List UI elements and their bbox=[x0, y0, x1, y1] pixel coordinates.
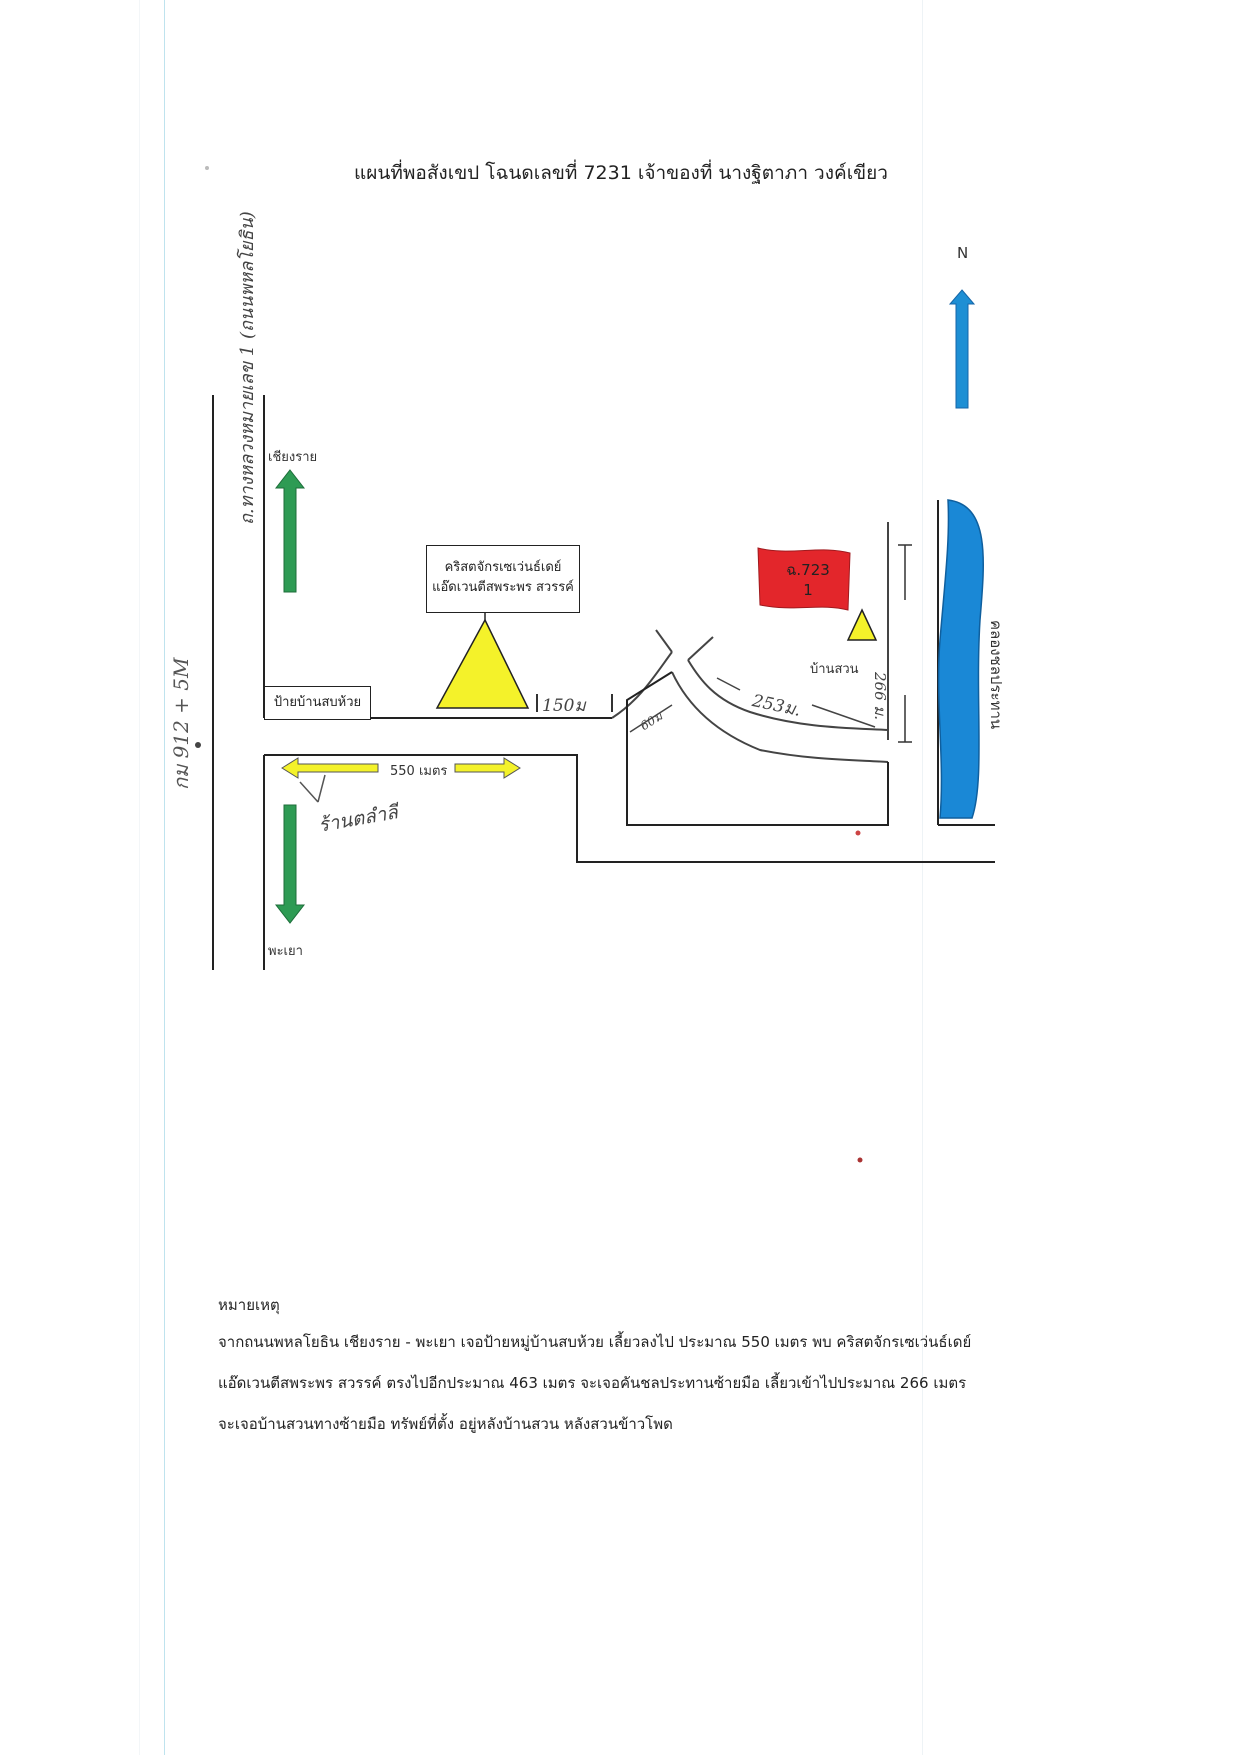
road-curve-lower bbox=[671, 671, 889, 763]
scan-margin-line bbox=[164, 0, 165, 1755]
church-name-line1: คริสตจักรเซเว่นธ์เดย์ bbox=[444, 560, 562, 575]
road-curve-north bbox=[611, 651, 673, 719]
plot-flag-icon bbox=[757, 547, 851, 611]
distance-150-label: 150ม bbox=[542, 696, 586, 716]
road-curve-upper bbox=[687, 659, 889, 731]
shop-marker-scribble bbox=[299, 774, 326, 803]
dimension-253-line-left bbox=[716, 677, 741, 691]
ban-suan-triangle-icon bbox=[846, 608, 878, 641]
scan-speck bbox=[855, 830, 861, 836]
distance-550-label: 550 เมตร bbox=[390, 764, 448, 779]
km-marker-label: กม 912 + 5M bbox=[169, 657, 193, 791]
land-parcel bbox=[626, 671, 889, 826]
notes-line-2: แอ๊ดเวนตีสพระพร สวรรค์ ตรงไปอีกประมาณ 46… bbox=[218, 1374, 967, 1392]
dimension-253-line-right bbox=[811, 704, 876, 728]
road-fork-b bbox=[687, 636, 714, 661]
notes-heading: หมายเหตุ bbox=[218, 1296, 280, 1314]
phayao-label: พะเยา bbox=[268, 944, 303, 959]
side-road-south-edge bbox=[264, 754, 995, 863]
scan-speck bbox=[205, 166, 209, 170]
canal-label: คลองชลประทาน bbox=[987, 620, 1005, 730]
scan-speck bbox=[857, 1157, 863, 1163]
scan-margin-line bbox=[139, 0, 140, 1755]
ban-suan-label: บ้านสวน bbox=[810, 662, 859, 677]
map-title: แผนที่พอสังเขป โฉนดเลขที่ 7231 เจ้าของที… bbox=[354, 162, 888, 184]
notes-line-3: จะเจอบ้านสวนทางซ้ายมือ ทรัพย์ที่ตั้ง อยู… bbox=[218, 1415, 673, 1433]
arrow-left-550-icon bbox=[281, 757, 379, 779]
north-arrow-icon bbox=[948, 289, 976, 409]
road-fork-a bbox=[655, 629, 673, 653]
dimension-60-line bbox=[629, 704, 673, 733]
highway-name-label: ถ.ทางหลวงหมายเลข 1 (ถนนพหลโยธิน) bbox=[237, 211, 258, 525]
arrow-up-chiang-rai-icon bbox=[274, 469, 306, 593]
scan-margin-line bbox=[922, 0, 923, 1755]
church-box: คริสตจักรเซเว่นธ์เดย์ แอ๊ดเวนตีสพระพร สว… bbox=[426, 545, 580, 613]
notes-line-1: จากถนนพหลโยธิน เชียงราย - พะเยา เจอป้ายห… bbox=[218, 1333, 972, 1351]
distance-266-label: 266 ม. bbox=[871, 672, 889, 721]
chiang-rai-label: เชียงราย bbox=[268, 450, 318, 465]
km-marker-dot-icon bbox=[195, 742, 201, 748]
church-name-line2: แอ๊ดเวนตีสพระพร สวรรค์ bbox=[432, 580, 574, 595]
village-sign-box: ป้ายบ้านสบห้วย bbox=[264, 686, 371, 720]
village-sign-label: ป้ายบ้านสบห้วย bbox=[273, 695, 362, 710]
arrow-right-550-icon bbox=[454, 757, 521, 779]
compass-label: N bbox=[957, 244, 969, 262]
canal-water bbox=[937, 499, 984, 819]
church-triangle-icon bbox=[435, 618, 530, 709]
arrow-down-phayao-icon bbox=[274, 804, 306, 924]
plot-number-label: ฉ.723 1 bbox=[786, 561, 830, 599]
